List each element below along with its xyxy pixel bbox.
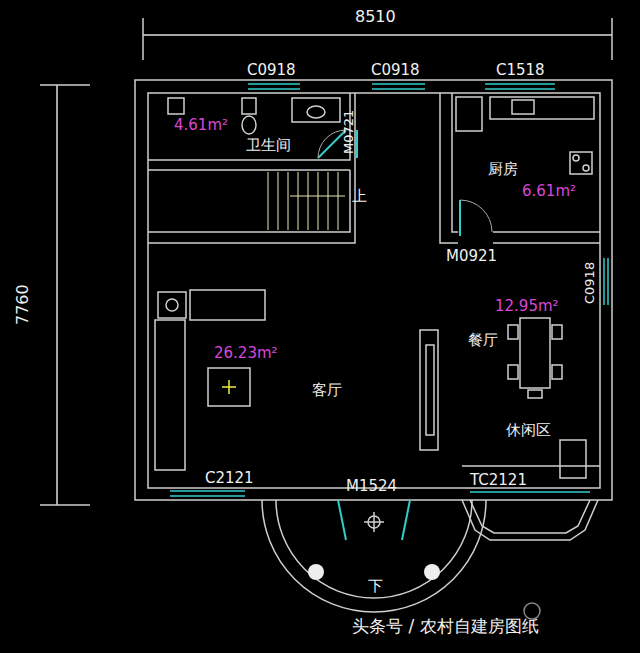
plan-label: TC2121: [470, 472, 527, 489]
room-area: 4.61m²: [174, 117, 228, 134]
plan-label: 餐厅: [468, 332, 498, 349]
room-region: 4.61m² 卫生间: [150, 95, 348, 158]
plan-label: M1524: [346, 478, 397, 495]
plan-label: 8510: [355, 8, 396, 26]
plan-label: C0918: [247, 62, 296, 79]
plan-label: C0918: [583, 262, 597, 304]
plan-label: C0918: [371, 62, 420, 79]
plan-label: 客厅: [312, 382, 342, 399]
area-label: 12.95m²: [495, 298, 559, 315]
room-name: 厨房: [488, 161, 518, 178]
room-region: 厨房6.61m²: [454, 95, 598, 230]
plan-label: C2121: [205, 470, 254, 487]
plan-label: 下: [368, 578, 383, 595]
area-label: 26.23m²: [214, 345, 278, 362]
plan-label: 头条号 / 农村自建房图纸: [352, 617, 539, 636]
plan-label: M0921: [446, 248, 497, 265]
plan-label: 休闲区: [506, 422, 551, 439]
plan-label: 上: [352, 188, 367, 205]
room-name: 卫生间: [246, 137, 291, 154]
room-area: 6.61m²: [522, 183, 576, 200]
plan-label: C1518: [496, 62, 545, 79]
plan-label: 7760: [14, 284, 32, 325]
plan-label: M0721: [342, 110, 356, 154]
